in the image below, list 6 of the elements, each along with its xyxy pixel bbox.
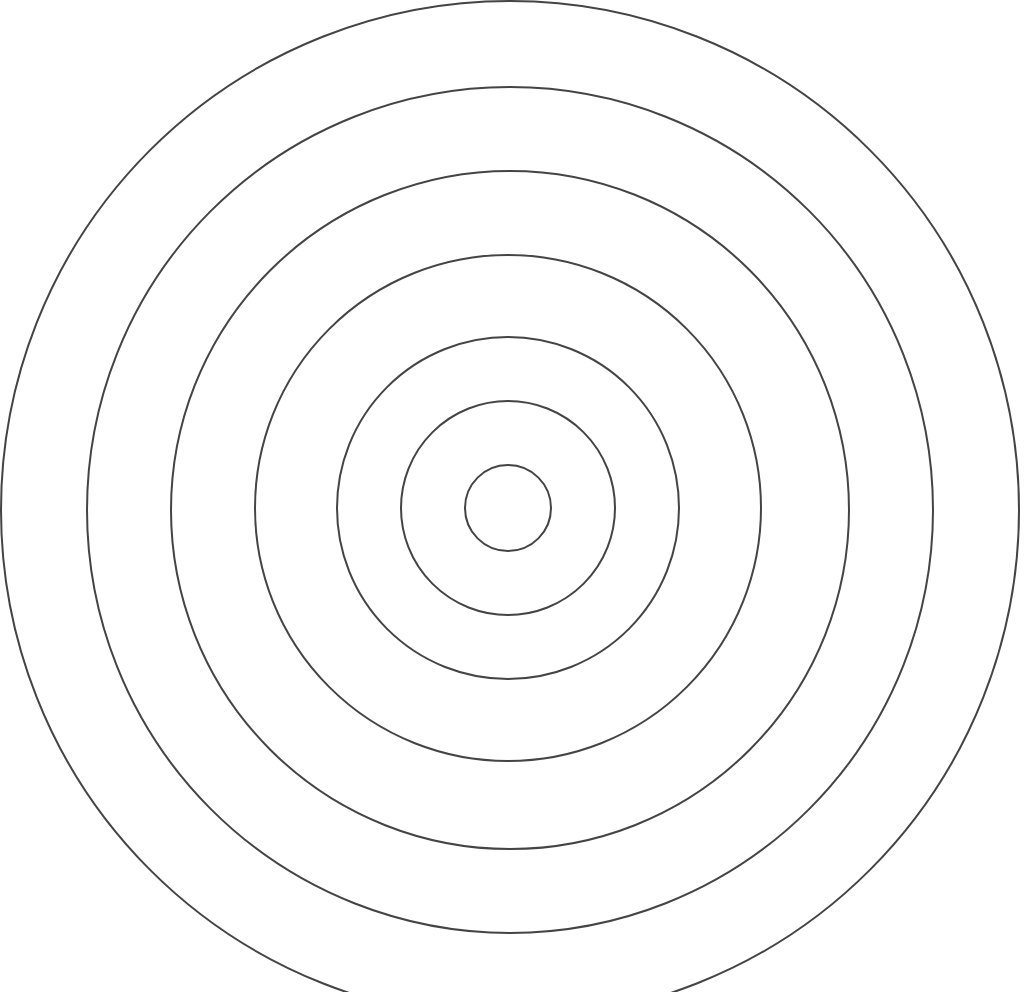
ring-circle bbox=[336, 336, 681, 681]
ring-circle bbox=[169, 169, 850, 850]
ring-circle bbox=[463, 463, 552, 552]
ring-circle bbox=[85, 85, 934, 934]
ring-circle bbox=[254, 254, 763, 763]
ring-circle bbox=[399, 399, 616, 616]
